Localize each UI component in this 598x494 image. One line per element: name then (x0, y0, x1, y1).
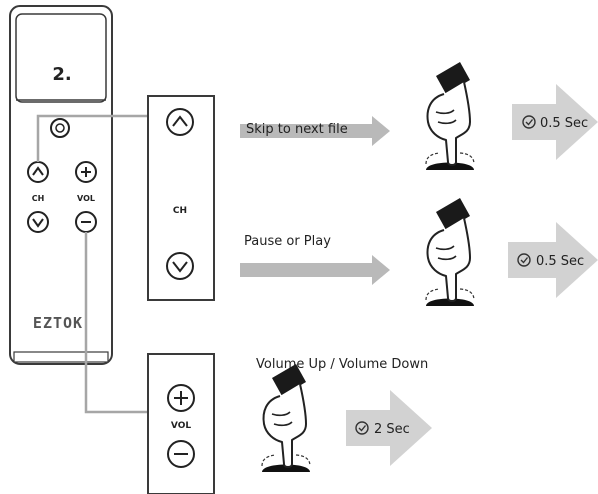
clock-icon (522, 115, 536, 129)
chevron-down-icon (172, 261, 188, 273)
connector-lines (36, 114, 148, 414)
volume-label: Volume Up / Volume Down (256, 357, 429, 372)
pause-duration: 0.5 Sec (536, 254, 584, 269)
pause-label: Pause or Play (244, 234, 331, 249)
vol-up-button[interactable] (167, 384, 195, 412)
plus-icon (81, 167, 91, 177)
press-hand-icon (425, 61, 475, 171)
pause-flow-arrow (240, 255, 390, 285)
chevron-down-icon (32, 218, 44, 228)
duration-arrow-pause: 0.5 Sec (508, 222, 598, 298)
clock-icon (355, 421, 369, 435)
volume-duration: 2 Sec (374, 422, 410, 437)
duration-arrow-volume: 2 Sec (346, 390, 432, 466)
chevron-up-icon (32, 166, 44, 176)
ch-up-button[interactable] (166, 108, 194, 136)
power-button[interactable] (50, 118, 70, 138)
remote-ch-down-button[interactable] (27, 211, 49, 233)
vol-down-button[interactable] (167, 440, 195, 468)
skip-label: Skip to next file (246, 122, 348, 137)
remote-vol-down-button[interactable] (75, 211, 97, 233)
duration-arrow-skip: 0.5 Sec (512, 84, 598, 160)
ch-down-button[interactable] (166, 252, 194, 280)
remote-ch-up-button[interactable] (27, 161, 49, 183)
display-digit: 2. (52, 64, 71, 85)
brand-logo: EZTOK (33, 314, 83, 332)
remote-ch-label: CH (32, 194, 45, 203)
vol-panel: VOL (147, 353, 215, 494)
power-icon (55, 123, 65, 133)
chevron-up-icon (172, 115, 188, 127)
vol-panel-label: VOL (171, 421, 191, 431)
remote-vol-up-button[interactable] (75, 161, 97, 183)
clock-icon (517, 253, 531, 267)
plus-icon (174, 391, 188, 405)
press-hand-icon (261, 363, 311, 473)
ch-panel-label: CH (173, 206, 187, 216)
skip-duration: 0.5 Sec (540, 116, 588, 131)
remote-device: 2. CH VOL EZTOK (9, 5, 113, 365)
ch-panel: CH (147, 95, 215, 301)
skip-flow-arrow (240, 116, 390, 146)
press-hand-icon (425, 197, 475, 307)
remote-vol-label: VOL (77, 194, 95, 203)
